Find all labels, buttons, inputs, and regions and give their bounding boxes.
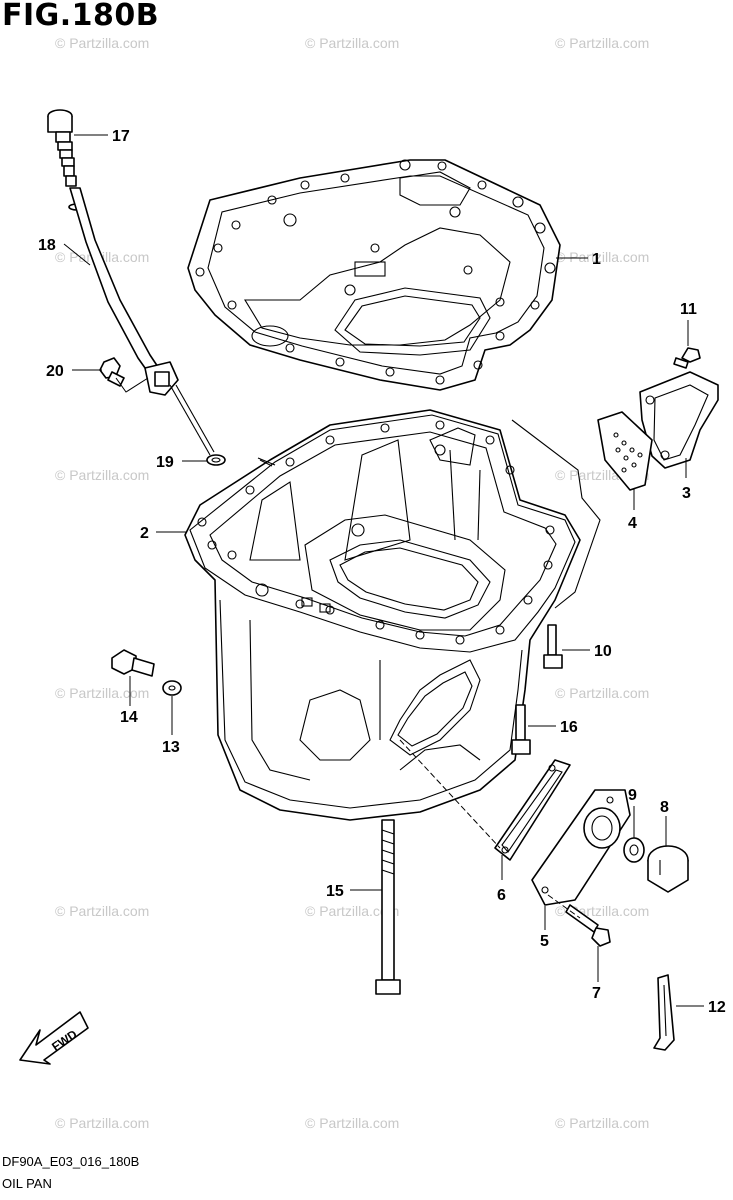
callout-15[interactable]: 15 (326, 883, 344, 900)
watermark: © Partzilla.com (555, 685, 649, 701)
gasket-part-6[interactable] (494, 759, 571, 861)
callout-9[interactable]: 9 (628, 787, 637, 804)
callout-2[interactable]: 2 (140, 525, 149, 542)
callout-3[interactable]: 3 (682, 485, 691, 502)
callout-17[interactable]: 17 (112, 128, 130, 145)
callout-1[interactable]: 1 (592, 251, 601, 268)
callout-10[interactable]: 10 (594, 643, 612, 660)
washer-part-9[interactable] (623, 837, 645, 863)
washer-part-13[interactable] (162, 680, 182, 696)
callout-13[interactable]: 13 (162, 739, 180, 756)
bolt-part-20[interactable] (99, 357, 125, 387)
watermark: © Partzilla.com (55, 685, 149, 701)
fwd-arrow-icon: FWD (19, 1011, 89, 1065)
clip-part-12[interactable] (653, 974, 675, 1051)
o-ring-part-19[interactable] (206, 454, 226, 466)
callout-20[interactable]: 20 (46, 363, 64, 380)
watermark: © Partzilla.com (305, 903, 399, 919)
callout-19[interactable]: 19 (156, 454, 174, 471)
drain-plug-part-8[interactable] (647, 845, 689, 893)
watermark: © Partzilla.com (55, 1115, 149, 1131)
watermark: © Partzilla.com (305, 35, 399, 51)
section-name: OIL PAN (2, 1176, 52, 1191)
leader-lines (63, 134, 704, 1007)
callout-4[interactable]: 4 (628, 515, 637, 532)
watermark: © Partzilla.com (55, 467, 149, 483)
bolt-part-7[interactable] (565, 904, 611, 947)
watermark: © Partzilla.com (555, 249, 649, 265)
watermark: © Partzilla.com (305, 1115, 399, 1131)
callout-8[interactable]: 8 (660, 799, 669, 816)
bolt-part-11[interactable] (673, 347, 701, 369)
bolt-part-10[interactable] (543, 624, 563, 669)
bolt-part-14[interactable] (111, 649, 155, 677)
watermark: © Partzilla.com (55, 35, 149, 51)
drain-housing-part-5[interactable] (531, 789, 631, 906)
oil-pan-part-2[interactable] (184, 409, 601, 821)
dipstick-guide-part-18[interactable] (69, 187, 215, 456)
strainer-case-part-3[interactable] (639, 371, 719, 469)
stud-bolt-part-15[interactable] (375, 819, 401, 995)
callout-12[interactable]: 12 (708, 999, 726, 1016)
callout-5[interactable]: 5 (540, 933, 549, 950)
callout-7[interactable]: 7 (592, 985, 601, 1002)
callout-labels: 17 18 20 19 1 2 11 3 4 10 16 14 13 15 6 … (38, 128, 726, 1016)
gasket-part-1[interactable] (187, 159, 561, 391)
watermark: © Partzilla.com (555, 1115, 649, 1131)
strainer-gasket-part-4[interactable] (597, 411, 653, 491)
watermark: © Partzilla.com (555, 35, 649, 51)
bolt-part-16[interactable] (511, 704, 531, 755)
figure-title: FIG.180B (2, 0, 160, 33)
callout-18[interactable]: 18 (38, 237, 56, 254)
callout-16[interactable]: 16 (560, 719, 578, 736)
watermark: © Partzilla.com (55, 903, 149, 919)
callout-6[interactable]: 6 (497, 887, 506, 904)
callout-11[interactable]: 11 (680, 301, 697, 318)
callout-14[interactable]: 14 (120, 709, 138, 726)
diagram-code: DF90A_E03_016_180B (2, 1154, 140, 1169)
